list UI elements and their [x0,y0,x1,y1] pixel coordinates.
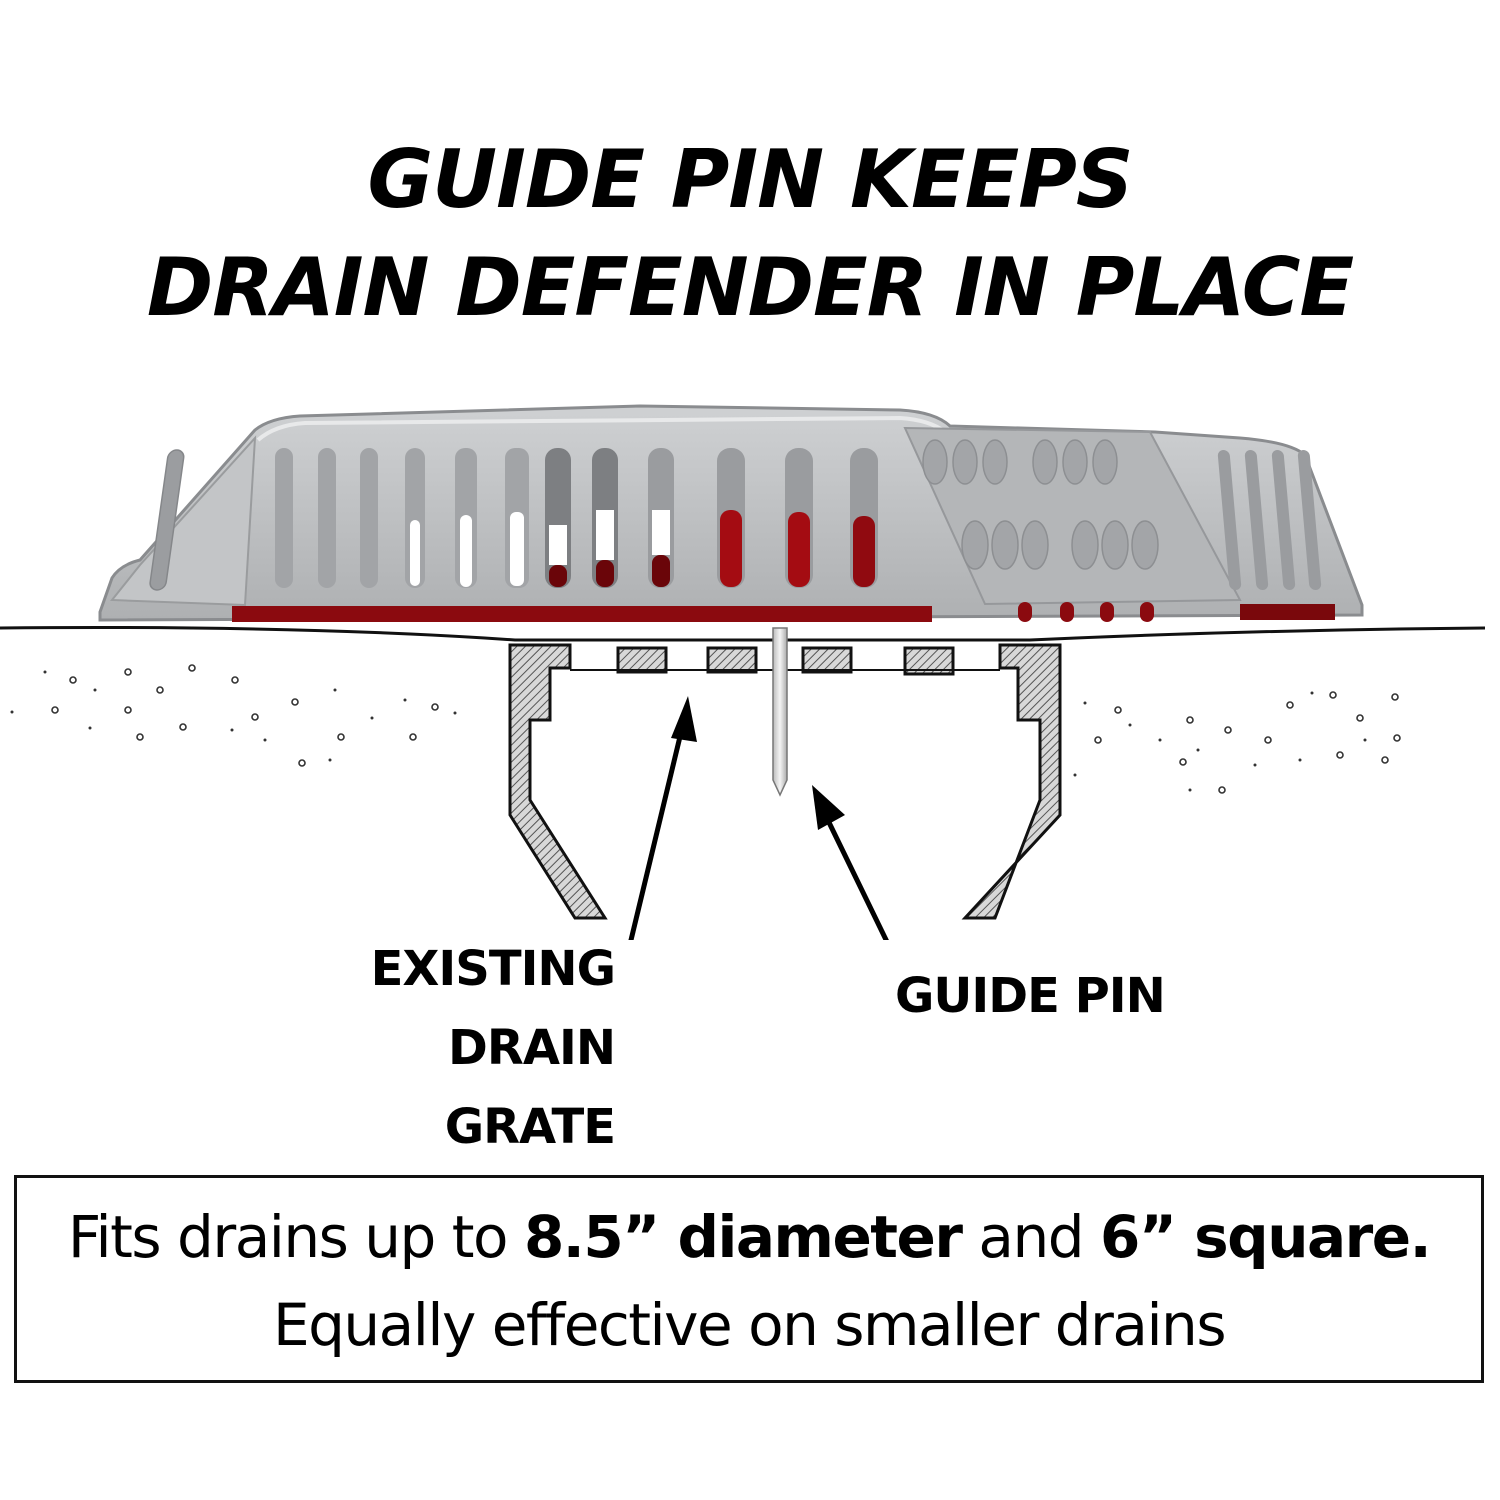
label-line-drain: DRAIN [448,1020,616,1076]
square-spec: 6” square. [1099,1203,1432,1271]
drain-diagram [0,404,1486,940]
oval-vents [922,439,1159,570]
arrow-up-icon [628,696,697,940]
drain-defender-product [98,404,1364,622]
title-line-1: GUIDE PIN KEEPS [367,133,1133,226]
guide-pin-label: GUIDE PIN [895,968,1166,1024]
specs-info-box: Fits drains up to 8.5” diameter and 6” s… [14,1175,1484,1383]
guide-pin [772,627,788,797]
existing-drain-grate-label: EXISTING DRAIN GRATE [370,941,616,1182]
vent-slots [275,448,878,588]
gravel-texture [51,664,1401,794]
label-line-existing: EXISTING [370,941,616,997]
label-line-grate: GRATE [444,1099,616,1155]
diameter-spec: 8.5” diameter [523,1203,963,1271]
specs-line-1: Fits drains up to 8.5” diameter and 6” s… [17,1208,1481,1266]
specs-text: and [961,1203,1100,1271]
roof-surface-line [0,626,1486,642]
arrow-up-left-icon [812,785,889,940]
specs-text: Fits drains up to [67,1203,524,1271]
specs-line-2: Equally effective on smaller drains [272,1291,1227,1359]
title-line-2: DRAIN DEFENDER IN PLACE [146,241,1354,334]
